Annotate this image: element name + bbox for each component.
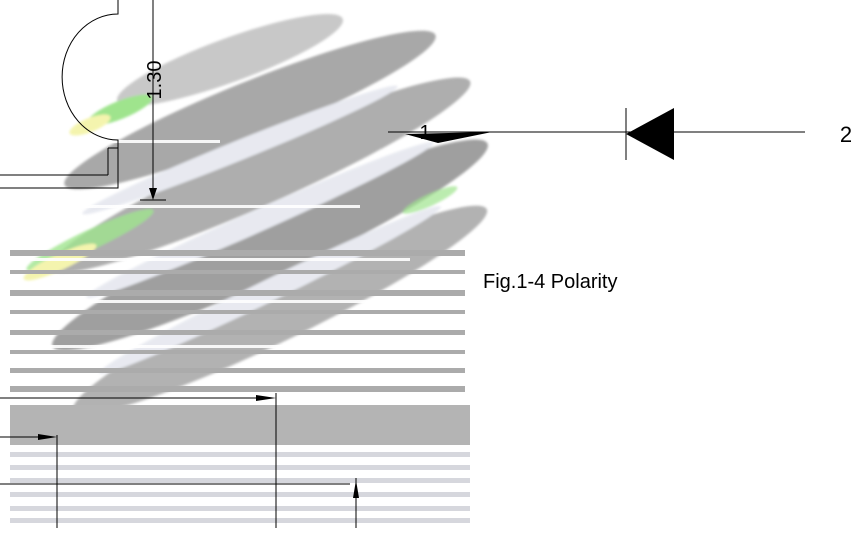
dimension-1-30: 1.30 (140, 0, 166, 201)
dimension-label: 1.30 (144, 61, 166, 100)
package-outline (0, 0, 119, 189)
bottom-dimension-arrows (38, 395, 359, 498)
polarity-diode-symbol: 1 2 (388, 108, 852, 160)
bottom-dimensions (0, 393, 357, 528)
pin-2-label: 2 (840, 122, 852, 147)
figure-caption: Fig.1-4 Polarity (483, 271, 618, 293)
watermark-logo (10, 14, 488, 523)
pin-1-label: 1 (419, 122, 430, 144)
